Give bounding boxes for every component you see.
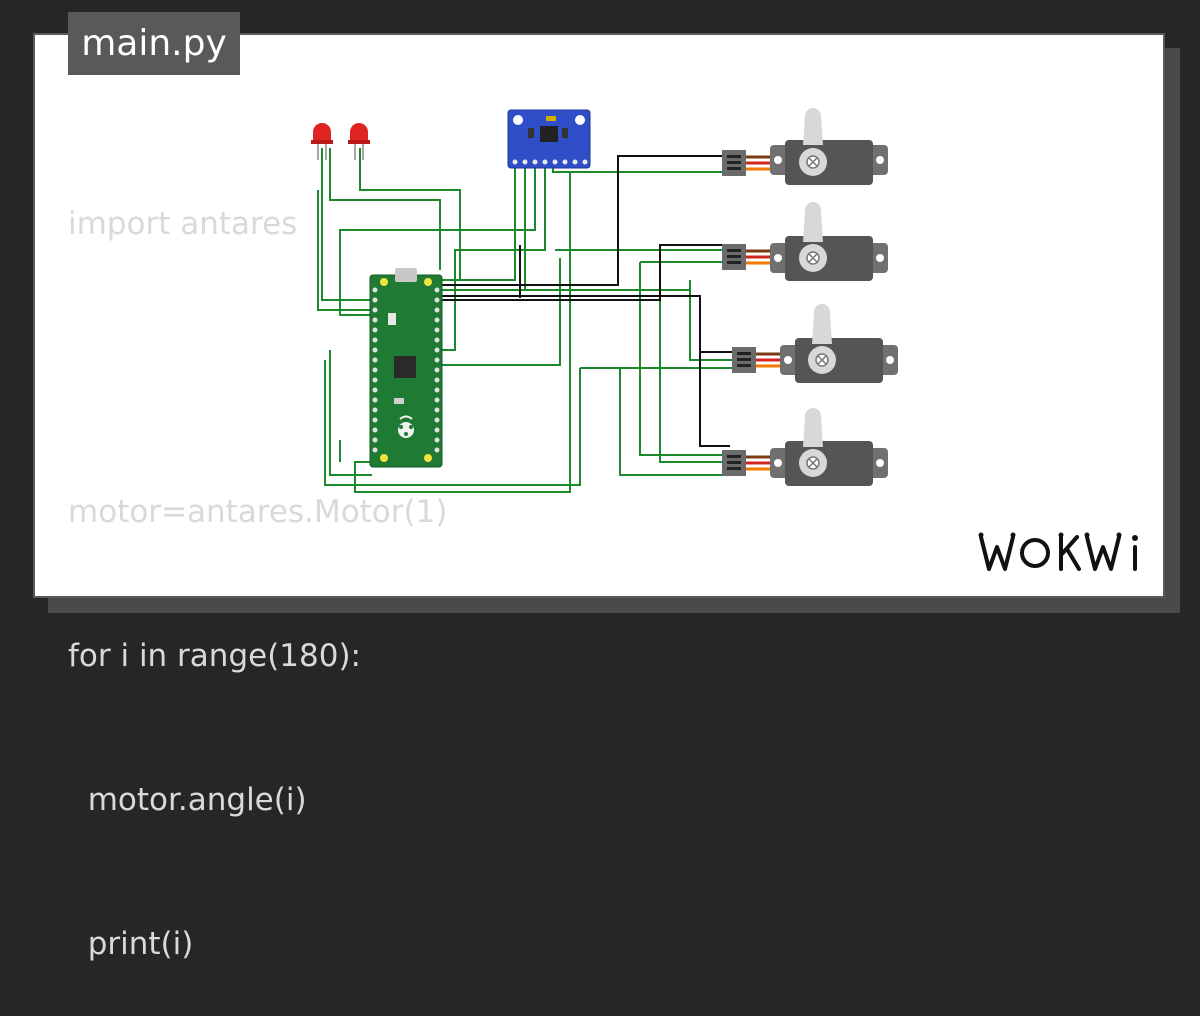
servo-1[interactable] bbox=[722, 108, 888, 185]
servo-4[interactable] bbox=[722, 408, 888, 486]
preview-card bbox=[33, 33, 1165, 598]
led-2[interactable] bbox=[348, 123, 370, 160]
led-1[interactable] bbox=[311, 123, 333, 160]
code-line: motor.angle(i) bbox=[68, 782, 307, 818]
green-wires bbox=[317, 148, 740, 493]
pico-board[interactable] bbox=[369, 268, 443, 468]
black-wires bbox=[438, 155, 740, 447]
wokwi-logo bbox=[978, 532, 1138, 571]
circuit-diagram[interactable] bbox=[0, 0, 1200, 630]
file-tab[interactable]: main.py bbox=[68, 12, 240, 75]
code-line: for i in range(180): bbox=[68, 638, 362, 674]
raspberry-icon bbox=[398, 415, 414, 438]
code-line: import antares bbox=[68, 206, 298, 242]
servo-3[interactable] bbox=[732, 304, 898, 383]
imu-board[interactable] bbox=[507, 109, 591, 169]
code-line: motor=antares.Motor(1) bbox=[68, 494, 448, 530]
code-line: print(i) bbox=[68, 926, 194, 962]
servo-2[interactable] bbox=[722, 202, 888, 281]
